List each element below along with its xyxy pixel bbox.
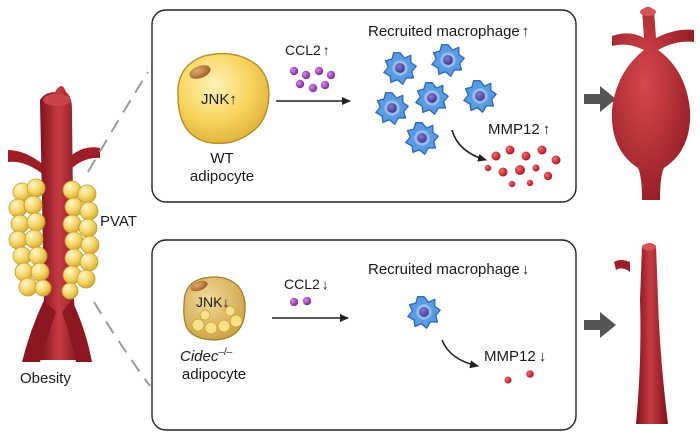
pvat-label: PVAT [100,213,137,230]
bottom-cell-label-1: Cidec–/– [180,347,233,365]
top-jnk-label: JNK↑ [201,91,237,108]
bottom-ccl2-dots [289,296,312,307]
bottom-macrophage-label: Recruited macrophage↓ [368,261,529,278]
top-ccl2-dots [289,66,336,93]
bottom-mmp12-arrow [441,339,479,369]
dashed-connectors [87,71,151,387]
bottom-mmp12-dots [504,370,534,384]
normal-aorta-icon [614,243,668,424]
bottom-ccl2-label: CCL2↓ [284,276,329,292]
wt-adipocyte-icon [177,52,270,145]
top-mmp12-label: MMP12↑ [488,121,550,138]
bottom-panel [151,239,577,431]
top-ccl2-label: CCL2↑ [285,42,330,58]
top-cell-label-2: adipocyte [190,168,254,185]
cidec-ko-adipocyte-icon [183,276,246,341]
pvat-fat-cluster-right [61,180,100,300]
top-cell-label-1: WT [210,150,233,167]
bottom-mmp12-label: MMP12↓ [484,348,546,365]
top-outcome-arrow [584,86,616,112]
bottom-jnk-label: JNK↓ [196,294,229,310]
bottom-cell-label-2: adipocyte [182,366,246,383]
bottom-outcome-arrow [584,312,616,338]
top-macrophage-label: Recruited macrophage↑ [368,23,529,40]
obesity-label: Obesity [20,370,71,387]
top-mmp12-dots [484,145,561,188]
top-mmp12-arrow [451,129,487,162]
obesity-aorta-icon [8,86,100,362]
aneurysm-aorta-icon [611,7,694,200]
pvat-fat-cluster-left [8,178,52,297]
